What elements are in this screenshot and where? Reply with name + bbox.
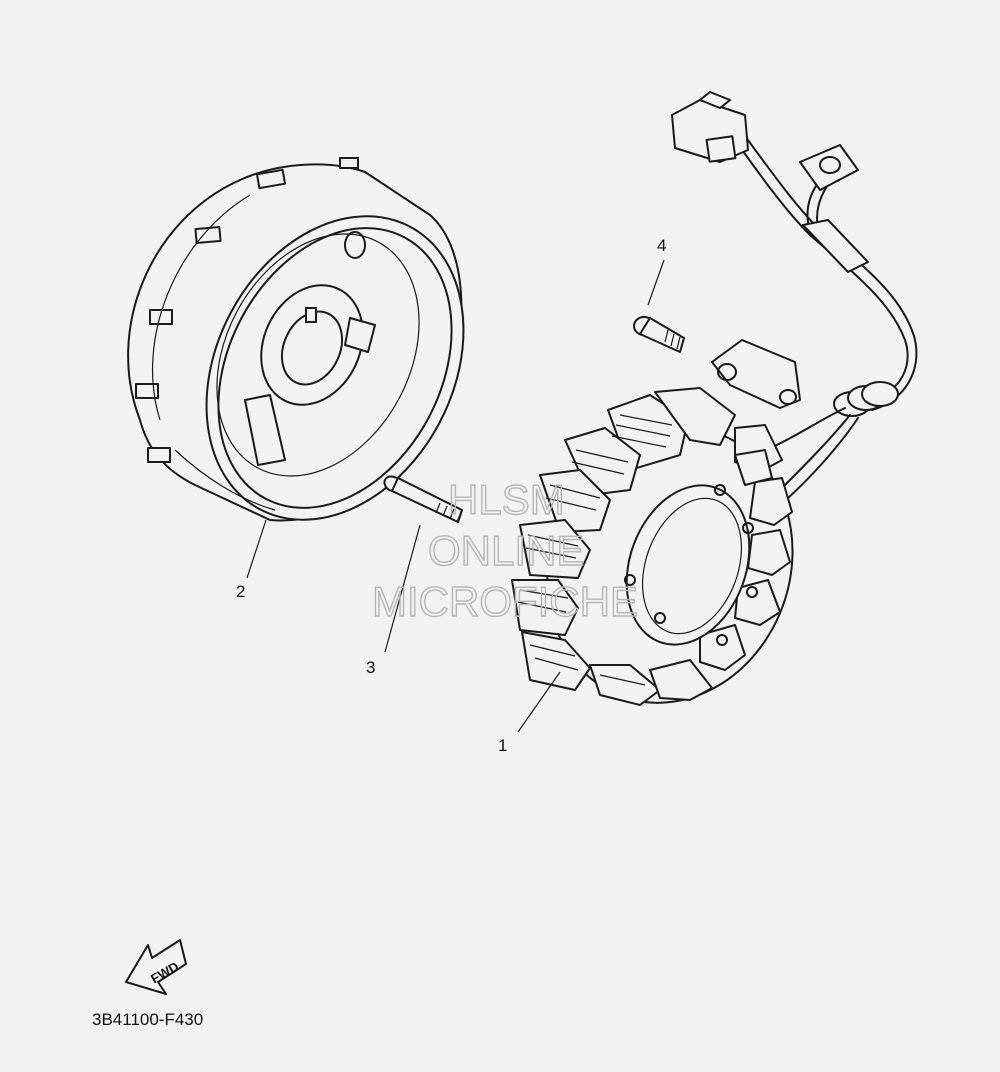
part-label-4: 4 bbox=[657, 236, 666, 255]
wire-harness bbox=[671, 91, 918, 499]
stator-bolt bbox=[383, 475, 463, 523]
fwd-arrow-icon: FWD bbox=[125, 939, 187, 995]
watermark-line-2: ONLINE bbox=[428, 527, 584, 574]
watermark-line-1: HLSM bbox=[448, 476, 565, 523]
part-label-1: 1 bbox=[498, 736, 507, 755]
clamp-screw bbox=[633, 316, 685, 353]
watermark-line-3: MICROFICHE bbox=[372, 578, 638, 625]
leader-line-3 bbox=[384, 524, 421, 653]
part-label-3: 3 bbox=[366, 658, 375, 677]
leader-line-1 bbox=[517, 671, 561, 733]
diagram-code: 3B41100-F430 bbox=[92, 1010, 203, 1029]
stator-assembly bbox=[511, 387, 794, 706]
leader-line-4 bbox=[647, 259, 665, 306]
part-label-2: 2 bbox=[236, 582, 245, 601]
leader-line-2 bbox=[246, 519, 267, 579]
watermark: HLSM ONLINE MICROFICHE bbox=[371, 475, 638, 625]
wire-clamp bbox=[711, 339, 801, 409]
rotor-assembly bbox=[127, 157, 465, 522]
